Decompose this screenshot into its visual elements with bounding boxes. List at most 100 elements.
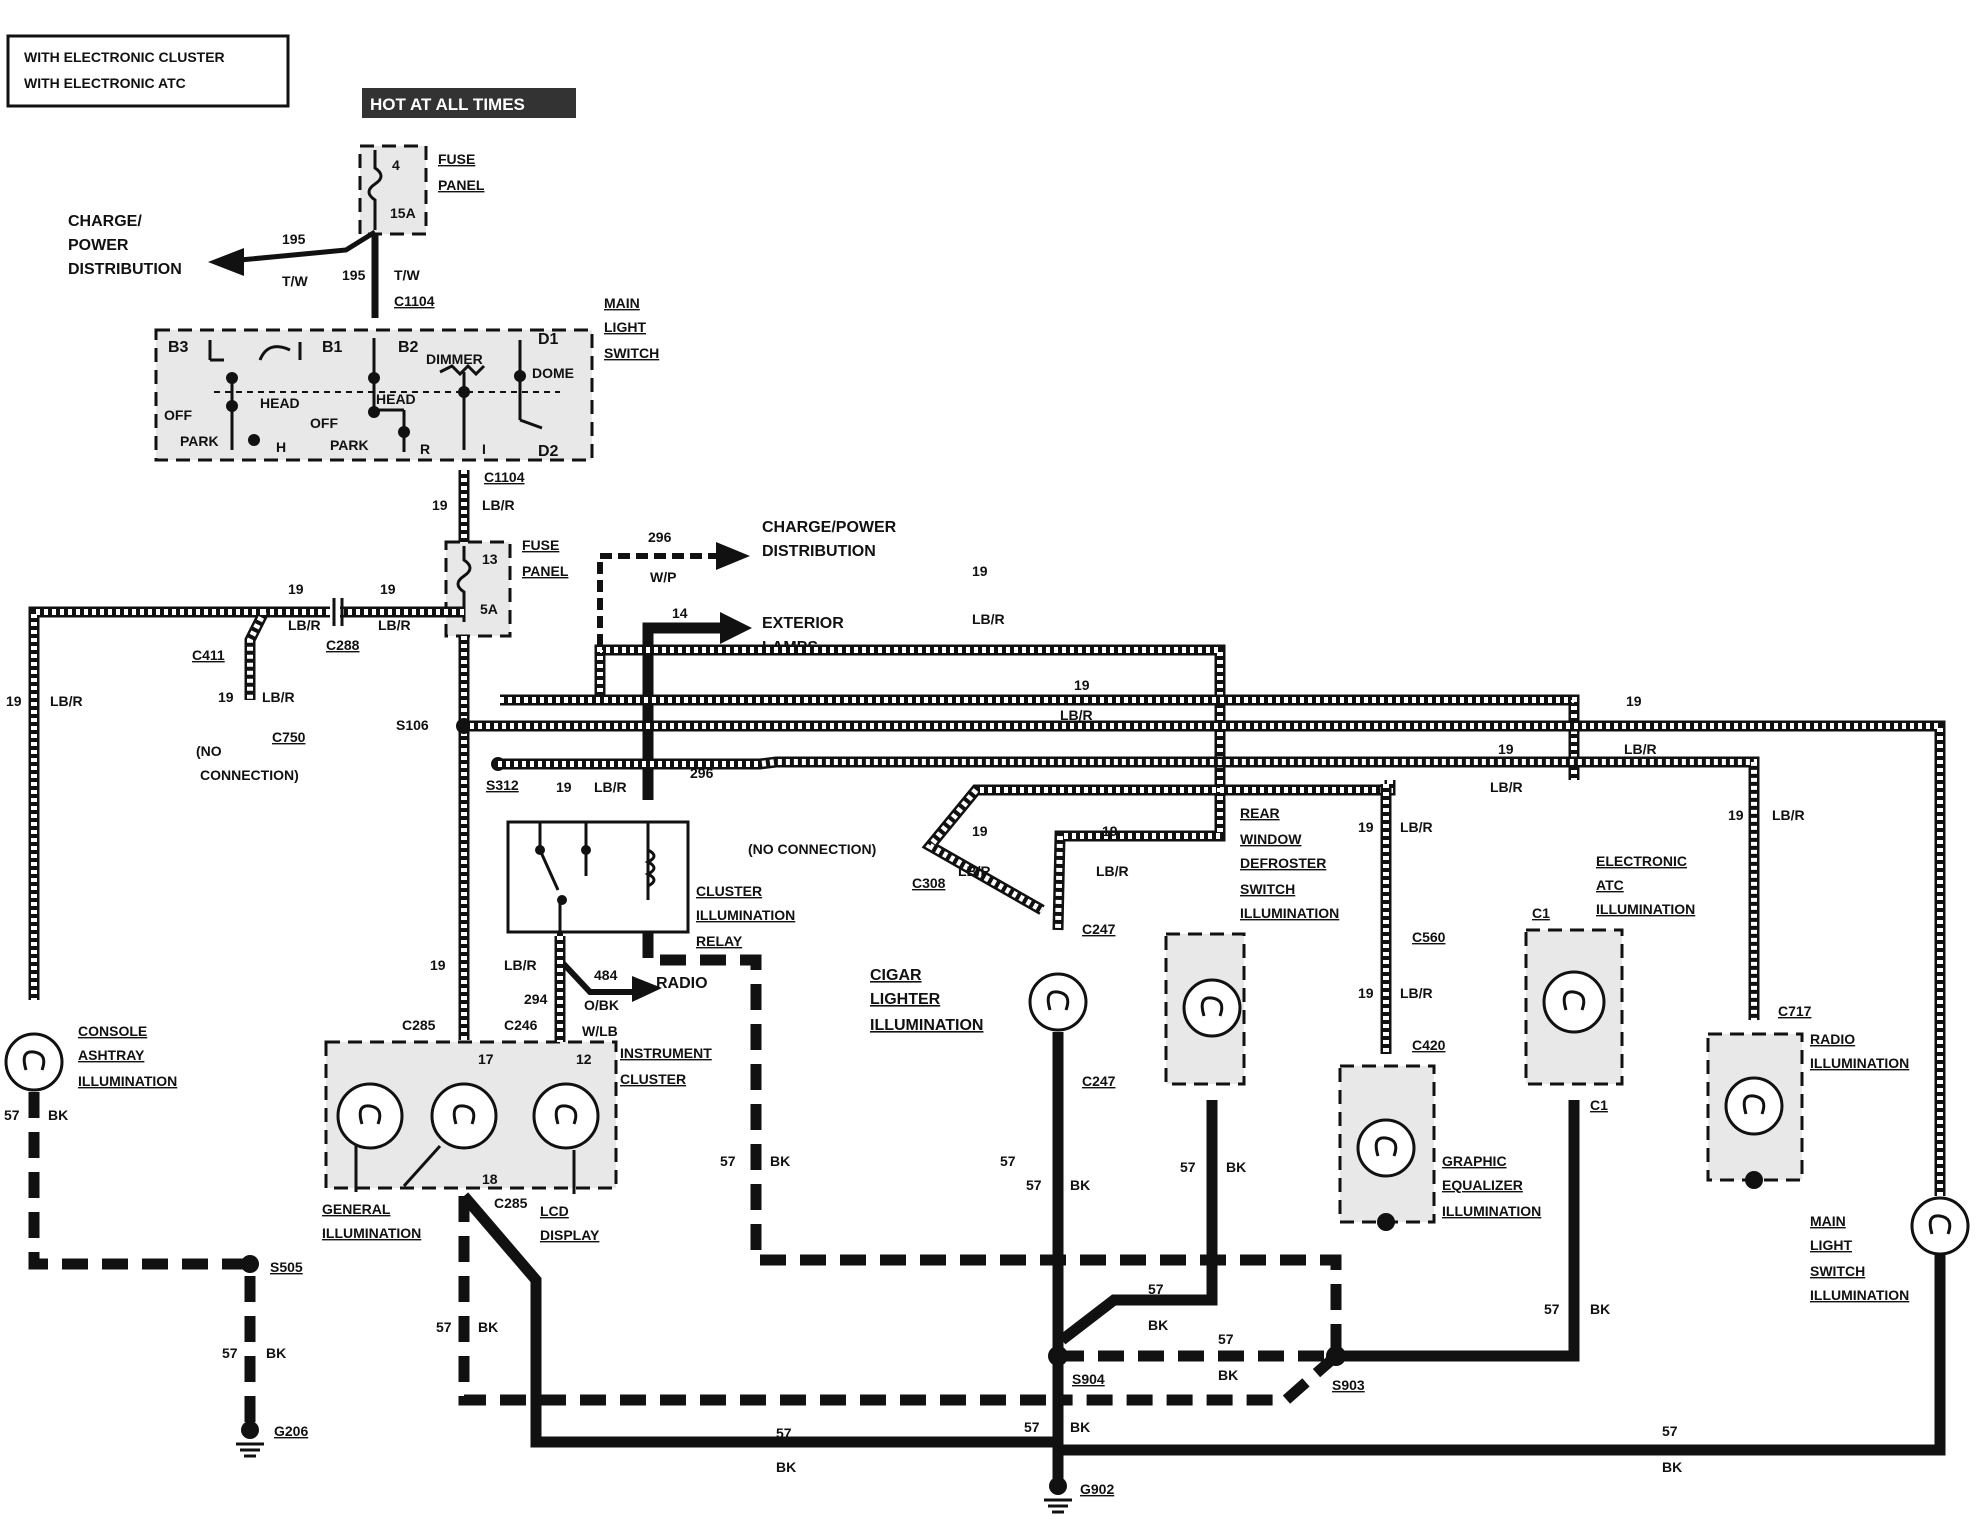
variant-line1: WITH ELECTRONIC CLUSTER [24, 49, 225, 65]
cluster-pin17: 17 [478, 1051, 494, 1067]
cluster-bulb-filaments [358, 1104, 578, 1125]
rear-window-bulb [1182, 978, 1242, 1038]
mls-label2: LIGHT [604, 319, 646, 335]
wire-195-color: T/W [394, 267, 420, 283]
charge-power-right-2: DISTRIBUTION [762, 543, 876, 560]
gnd-label: 57 [4, 1107, 20, 1123]
wire-left-color-a: LB/R [288, 617, 321, 633]
gnd-label: BK [770, 1153, 790, 1169]
console-bulb-filament [22, 1050, 46, 1071]
relay-label2: ILLUMINATION [696, 907, 795, 923]
fuse-top-label2: PANEL [438, 177, 485, 193]
cluster-bulb-main [430, 1082, 498, 1150]
rear-window-3: DEFROSTER [1240, 855, 1326, 871]
charge-power-right-1: CHARGE/POWER [762, 519, 897, 536]
gnd-label: 57 [1000, 1153, 1016, 1169]
gnd-label: BK [1226, 1159, 1246, 1175]
relay-contact [581, 845, 591, 855]
atc-filament [1562, 990, 1586, 1011]
c308-circuit: 19 [972, 823, 988, 839]
charge-power-left-3: DISTRIBUTION [68, 261, 182, 278]
mls-contact [226, 400, 238, 412]
cigar-label2: LIGHTER [870, 991, 941, 1008]
connector-c411: C411 [192, 647, 225, 663]
splice-s312-label: S312 [486, 777, 519, 793]
connector-c288-mark [332, 598, 344, 626]
rear-window-2: WINDOW [1240, 831, 1302, 847]
general-illum-2: ILLUMINATION [322, 1225, 421, 1241]
cluster-bulb-general [336, 1082, 404, 1150]
mls-illum-2: LIGHT [1810, 1237, 1852, 1253]
cluster-label1: INSTRUMENT [620, 1045, 712, 1061]
splice-s903-label: S903 [1332, 1377, 1365, 1393]
fuse-top-label1: FUSE [438, 151, 475, 167]
arrow-radio [632, 976, 662, 1002]
c308-circuit2: 19 [1102, 823, 1118, 839]
bus-row3 [498, 756, 1760, 1020]
relay-label3: RELAY [696, 933, 743, 949]
splice-s505-label: S505 [270, 1259, 303, 1275]
wire-484-circuit: 484 [594, 967, 618, 983]
bus-row3-color: LB/R [1624, 741, 1657, 757]
wire-195-left-color: T/W [282, 273, 308, 289]
mls-contact [458, 386, 470, 398]
gnd-label: BK [1662, 1459, 1682, 1475]
wire-left-color-b: LB/R [378, 617, 411, 633]
connector-c1104-bottom: C1104 [484, 469, 525, 485]
cluster-c246: C246 [504, 1017, 538, 1033]
arrow-exterior [720, 612, 752, 644]
mls-label3: SWITCH [604, 345, 659, 361]
gnd-label: BK [1070, 1419, 1090, 1435]
wire-484-color: O/BK [584, 997, 619, 1013]
gnd-label: BK [1218, 1367, 1238, 1383]
wire-left-circuit-d: 19 [6, 693, 22, 709]
wire-57-relay-ground [642, 932, 1342, 1356]
geq-circuit: 19 [1358, 819, 1374, 835]
cluster-label2: CLUSTER [620, 1071, 686, 1087]
mls-park2: PARK [330, 437, 369, 453]
geq-circuit2: 19 [1358, 985, 1374, 1001]
bus-top-19-stripe [597, 647, 1223, 780]
exterior-lamps-1: EXTERIOR [762, 615, 844, 632]
lcd-label2: DISPLAY [540, 1227, 600, 1243]
wire-57-console [28, 1092, 256, 1426]
cigar-lighter-bulb [1028, 972, 1088, 1032]
connector-c288: C288 [326, 637, 360, 653]
wire-195-left [239, 229, 377, 263]
bus-mid-19-stripe [500, 697, 1577, 780]
gnd-label: 57 [1662, 1423, 1678, 1439]
cigar-c247a: C247 [1082, 921, 1116, 937]
geq-color2: LB/R [1400, 985, 1433, 1001]
wire-left-circuit-b: 19 [380, 581, 396, 597]
atc-c1b: C1 [1590, 1097, 1608, 1113]
cluster-circuit-19: 19 [430, 957, 446, 973]
ground-g902-dot [1049, 1477, 1067, 1495]
fuse-panel-mid [444, 540, 512, 638]
gnd-label: 57 [1218, 1331, 1234, 1347]
radio-illum-ground-dot [1745, 1171, 1763, 1189]
ground-g206-dot [241, 1421, 259, 1439]
wire-296-color: W/P [650, 569, 676, 585]
mls-label1: MAIN [604, 295, 640, 311]
console-label2: ASHTRAY [78, 1047, 145, 1063]
mls-contact [398, 426, 410, 438]
fuse-element-mid [456, 546, 472, 622]
radio-illum-c717: C717 [1778, 1003, 1812, 1019]
gnd-label: 57 [1026, 1177, 1042, 1193]
wire-484 [557, 932, 636, 995]
wire-296-circuit: 296 [648, 529, 672, 545]
bus-top-color: LB/R [972, 611, 1005, 627]
mls-contact [368, 406, 380, 418]
gnd-label: 57 [1180, 1159, 1196, 1175]
charge-power-left-1: CHARGE/ [68, 213, 142, 230]
fuse-mid-rating: 5A [480, 601, 498, 617]
rear-window-filament [1200, 996, 1224, 1017]
gnd-label: 57 [1024, 1419, 1040, 1435]
wire-c308-branch-stripe [925, 780, 1393, 931]
geq-label1: GRAPHIC [1442, 1153, 1507, 1169]
bus-row3-color2: LB/R [1490, 779, 1523, 795]
splice-s903 [1326, 1346, 1346, 1366]
no-connection-c308: (NO CONNECTION) [748, 841, 876, 857]
mls-contact [368, 372, 380, 384]
